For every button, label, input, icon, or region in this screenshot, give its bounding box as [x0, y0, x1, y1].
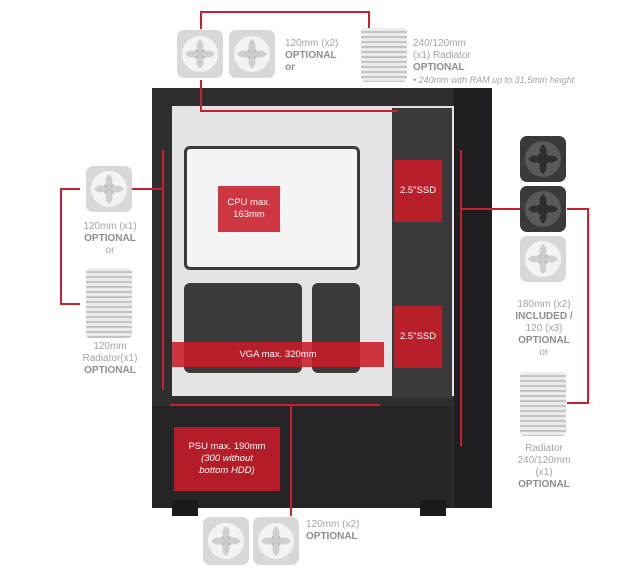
front-connector — [567, 208, 587, 210]
ssd-bay-lower: 2.5"SSD — [394, 306, 442, 368]
bottom-fan-icon — [203, 517, 249, 565]
top-fan-icon — [229, 30, 275, 78]
front-connector — [567, 402, 587, 404]
cpu-clearance-box: CPU max. 163mm — [218, 186, 280, 232]
cpu-cutout — [184, 146, 360, 270]
front-connector — [460, 150, 462, 446]
rear-radiator-label: 120mm Radiator(x1) OPTIONAL — [70, 341, 150, 377]
rear-radiator-count: Radiator(x1) — [82, 353, 138, 364]
bottom-fan-icon — [253, 517, 299, 565]
top-fan-size: 120mm (x2) — [285, 38, 339, 49]
front-radiator-title: Radiator — [525, 443, 563, 454]
rear-connector — [60, 303, 80, 305]
front-radiator-icon — [520, 372, 566, 436]
psu-clearance-label: PSU max. 190mm — [188, 441, 266, 452]
bottom-fan-size: 120mm (x2) — [306, 519, 360, 530]
psu-clearance-box: PSU max. 190mm (300 without bottom HDD) — [174, 427, 280, 491]
rear-radiator-icon — [86, 268, 132, 338]
cpu-clearance-value: 163mm — [233, 209, 265, 220]
rear-connector — [132, 188, 164, 190]
top-radiator-status: OPTIONAL — [413, 62, 465, 73]
front-fan-optional-icon — [520, 236, 566, 282]
cpu-clearance-label: CPU max. — [227, 197, 271, 208]
top-radiator-size: 240/120mm — [413, 38, 466, 49]
bottom-connector — [170, 404, 380, 406]
front-fan-included: INCLUDED / — [515, 311, 573, 322]
rear-connector — [60, 188, 62, 305]
rear-fan-status: OPTIONAL — [84, 233, 136, 244]
front-radiator-label: Radiator 240/120mm (x1) OPTIONAL — [502, 443, 586, 491]
front-fan-alt: 120 (x3) — [525, 323, 563, 334]
top-connector — [200, 110, 398, 112]
front-connector — [587, 208, 589, 404]
top-connector — [200, 11, 202, 29]
rear-fan-label: 120mm (x1) OPTIONAL or — [72, 221, 148, 257]
front-fan-included-icon — [520, 136, 566, 182]
top-connector — [200, 80, 202, 110]
rear-fan-or: or — [105, 245, 115, 256]
bottom-fan-label: 120mm (x2) OPTIONAL — [306, 519, 359, 543]
top-fan-icon — [177, 30, 223, 78]
rear-fan-size: 120mm (x1) — [83, 221, 137, 232]
ssd-lower-label: 2.5"SSD — [399, 331, 437, 342]
case-foot — [420, 500, 446, 516]
front-fan-included-icon — [520, 186, 566, 232]
front-fan-label: 180mm (x2) INCLUDED / 120 (x3) OPTIONAL … — [502, 299, 586, 359]
top-radiator-label: 240/120mm (x1) Radiator OPTIONAL • 240mm… — [413, 38, 574, 86]
ssd-upper-label: 2.5"SSD — [399, 185, 437, 196]
top-radiator-note: • 240mm with RAM up to 31,5mm height — [413, 75, 575, 85]
front-radiator-size: 240/120mm — [517, 455, 571, 466]
rear-radiator-size: 120mm — [93, 341, 127, 352]
top-connector — [368, 11, 370, 29]
front-fan-status: OPTIONAL — [518, 335, 570, 346]
vga-clearance-bar: VGA max. 320mm — [172, 342, 384, 367]
psu-clearance-note: bottom HDD) — [199, 465, 255, 476]
rear-connector — [162, 150, 164, 390]
rear-connector — [60, 188, 80, 190]
psu-clearance-note: (300 without — [201, 453, 253, 464]
case-foot — [172, 500, 198, 516]
front-fan-or: or — [539, 347, 549, 358]
top-radiator-icon — [361, 28, 407, 82]
front-radiator-count: (x1) — [535, 467, 553, 478]
front-connector — [460, 208, 520, 210]
rear-fan-icon — [86, 166, 132, 212]
bottom-connector — [290, 404, 292, 516]
top-fan-label: 120mm (x2) OPTIONAL or — [285, 38, 338, 74]
vga-clearance-label: VGA max. 320mm — [239, 348, 317, 360]
front-radiator-status: OPTIONAL — [518, 479, 570, 490]
bottom-fan-status: OPTIONAL — [306, 531, 358, 542]
top-radiator-count: (x1) Radiator — [413, 50, 471, 61]
ssd-bay-upper: 2.5"SSD — [394, 160, 442, 222]
top-fan-status: OPTIONAL — [285, 50, 337, 61]
rear-radiator-status: OPTIONAL — [84, 365, 136, 376]
top-fan-or: or — [285, 62, 295, 73]
top-connector — [200, 11, 369, 13]
front-fan-size: 180mm (x2) — [517, 299, 571, 310]
